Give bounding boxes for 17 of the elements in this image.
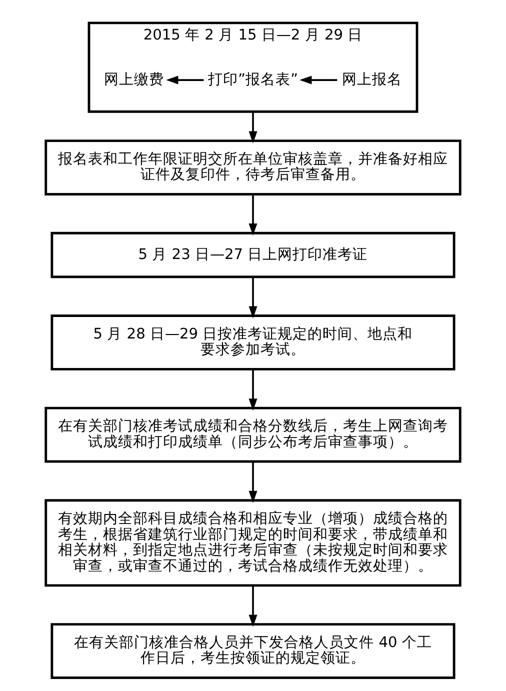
arrow <box>300 76 338 84</box>
node-box: 有效期内全部科目成绩合格和相应专业（增项）成绩合格的考生，根据省建筑行业部门规定的时间和要求，带成绩单和相关材料，到指定地点进行考后审查（未按规定时间和要求审查，或审查不通过的，考试合格成绩作无效处理）。 <box>44 499 462 587</box>
arrow <box>248 194 258 236</box>
arrow <box>248 462 258 504</box>
node-text: 网上缴费 <box>104 70 164 88</box>
arrow <box>248 277 258 318</box>
node-box: 5 月 23 日—27 日上网打印准考证 <box>50 232 456 278</box>
node-box: 在有关部门核准考试成绩和合格分数线后，考生上网查询考试成绩和打印成绩单（同步公布考后审查事项）。 <box>44 406 462 463</box>
node-text: 网上报名 <box>342 70 402 88</box>
arrow <box>166 76 204 84</box>
node-box: 5 月 28 日—29 日按准考证规定的时间、地点和要求参加考试。 <box>50 314 456 370</box>
arrow <box>248 586 258 627</box>
node-box: 报名表和工作年限证明交所在单位审核盖章，并准备好相应证件及复印件，待考后审查备用。 <box>44 140 462 196</box>
node-text: 打印”报名表” <box>208 70 298 88</box>
arrow <box>248 112 258 144</box>
node-box: 在有关部门核准合格人员并下发合格人员文件 40 个工作日后，考生按领证的规定领证。 <box>50 623 456 679</box>
arrow <box>248 369 258 411</box>
